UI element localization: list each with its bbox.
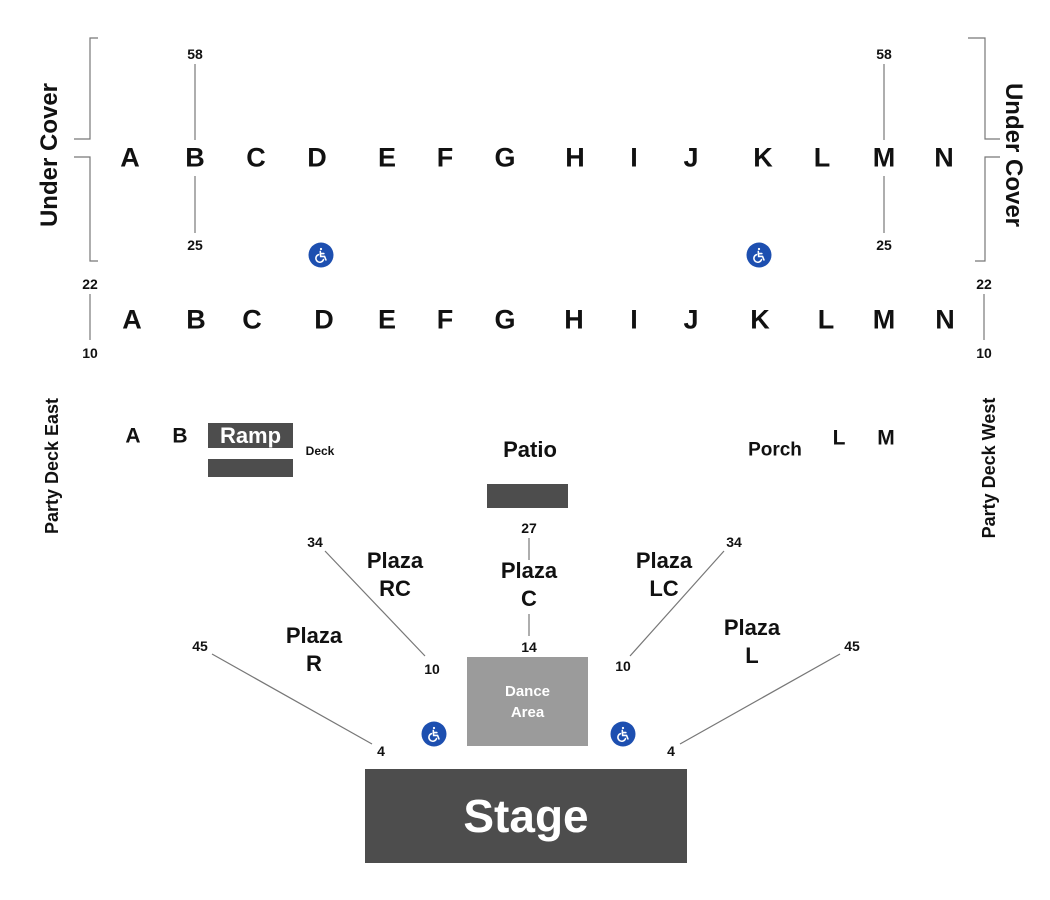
upper-row-e[interactable]: E — [377, 142, 397, 173]
lower-row-h[interactable]: H — [564, 304, 584, 335]
lower-row-l[interactable]: L — [817, 304, 835, 335]
lower-row-i[interactable]: I — [630, 304, 638, 335]
upper-row-j[interactable]: J — [683, 142, 699, 173]
under-cover-bracket-left-bottom — [74, 156, 98, 262]
plaza-lc-line1: Plaza — [635, 548, 693, 573]
deck-label: Deck — [305, 444, 335, 458]
party-deck-east-label: Party Deck East — [42, 397, 62, 535]
deck-east-row-a[interactable]: A — [125, 424, 141, 448]
stage-label: Stage — [463, 790, 589, 842]
plaza-rc-line2: RC — [379, 576, 411, 601]
under-cover-label-right: Under Cover — [1000, 82, 1027, 228]
wheelchair-icon — [746, 242, 772, 268]
plaza-c-section[interactable]: Plaza C — [501, 557, 557, 613]
upper-row-g[interactable]: G — [494, 142, 516, 173]
upper-row-c[interactable]: C — [246, 142, 266, 173]
lower-row-n[interactable]: N — [935, 304, 955, 335]
lower-row-m[interactable]: M — [872, 304, 896, 335]
upper-row-k[interactable]: K — [753, 142, 773, 173]
lower-row-d[interactable]: D — [314, 304, 334, 335]
plaza-r-inner-number: 4 — [377, 743, 385, 759]
ramp: Ramp — [208, 423, 293, 448]
lower-row-a[interactable]: A — [122, 304, 142, 335]
seat-number-lower-left-bottom: 10 — [82, 345, 98, 361]
plaza-r-outer-number: 45 — [192, 638, 208, 654]
porch-label[interactable]: Porch — [748, 439, 802, 461]
deck-east-row-b[interactable]: B — [172, 424, 188, 448]
upper-row-a[interactable]: A — [120, 142, 140, 173]
lower-row-j[interactable]: J — [683, 304, 699, 335]
plaza-rc-section[interactable]: Plaza RC — [367, 547, 423, 603]
lower-row-b[interactable]: B — [186, 304, 206, 335]
upper-row-l[interactable]: L — [813, 142, 831, 173]
plaza-l-line1: Plaza — [723, 615, 781, 640]
seat-number-lower-right-top: 22 — [976, 276, 992, 292]
plaza-lc-line2: LC — [649, 576, 679, 601]
wheelchair-icon — [308, 242, 334, 268]
upper-row-b[interactable]: B — [185, 142, 205, 173]
deck-west-row-l[interactable]: L — [832, 426, 846, 450]
dance-area-line2: Area — [510, 703, 545, 721]
wheelchair-icon — [610, 721, 636, 747]
patio-block — [487, 484, 568, 508]
seat-number-lower-left-top: 22 — [82, 276, 98, 292]
under-cover-bracket-left-top — [74, 37, 98, 140]
stage: Stage — [365, 769, 687, 863]
dance-area-line1: Dance — [504, 682, 551, 700]
plaza-l-section[interactable]: Plaza L — [724, 614, 780, 670]
seat-number-upper-m-top: 58 — [876, 46, 892, 62]
upper-row-i[interactable]: I — [630, 142, 638, 173]
lower-row-k[interactable]: K — [750, 304, 770, 335]
ramp-lower-bar — [208, 459, 293, 477]
ramp-label: Ramp — [219, 422, 282, 448]
plaza-lc-outer-number: 34 — [726, 534, 742, 550]
upper-row-d[interactable]: D — [307, 142, 327, 173]
lower-row-e[interactable]: E — [377, 304, 397, 335]
plaza-r-line — [211, 653, 373, 745]
seat-number-upper-b-top: 58 — [187, 46, 203, 62]
under-cover-label-left: Under Cover — [36, 82, 63, 228]
under-cover-bracket-right-bottom — [975, 156, 1000, 262]
plaza-rc-line1: Plaza — [366, 548, 424, 573]
upper-row-m[interactable]: M — [872, 142, 896, 173]
seat-number-upper-b-bottom: 25 — [187, 237, 203, 253]
patio-label[interactable]: Patio — [503, 437, 557, 462]
plaza-r-line1: Plaza — [285, 623, 343, 648]
plaza-lc-inner-number: 10 — [615, 658, 631, 674]
seat-number-upper-m-bottom: 25 — [876, 237, 892, 253]
deck-west-row-m[interactable]: M — [877, 426, 895, 450]
plaza-l-line2: L — [745, 643, 759, 668]
wheelchair-icon — [421, 721, 447, 747]
plaza-lc-section[interactable]: Plaza LC — [636, 547, 692, 603]
plaza-c-outer-number: 27 — [521, 520, 537, 536]
upper-row-h[interactable]: H — [565, 142, 585, 173]
plaza-l-inner-number: 4 — [667, 743, 675, 759]
plaza-rc-inner-number: 10 — [424, 661, 440, 677]
party-deck-west-label: Party Deck West — [979, 397, 999, 539]
upper-row-f[interactable]: F — [436, 142, 454, 173]
lower-row-g[interactable]: G — [494, 304, 516, 335]
plaza-r-line2: R — [306, 651, 322, 676]
plaza-rc-outer-number: 34 — [307, 534, 323, 550]
plaza-lc-line — [629, 550, 725, 657]
lower-row-c[interactable]: C — [242, 304, 262, 335]
dance-area[interactable]: Dance Area — [467, 657, 588, 746]
plaza-rc-line — [324, 550, 426, 657]
plaza-l-outer-number: 45 — [844, 638, 860, 654]
plaza-l-line — [679, 653, 841, 745]
plaza-c-inner-number: 14 — [521, 639, 537, 655]
plaza-c-line1: Plaza — [500, 558, 558, 583]
plaza-c-line2: C — [521, 586, 537, 611]
lower-row-f[interactable]: F — [436, 304, 454, 335]
seat-number-lower-right-bottom: 10 — [976, 345, 992, 361]
plaza-r-section[interactable]: Plaza R — [286, 622, 342, 678]
under-cover-bracket-right-top — [968, 37, 1000, 140]
upper-row-n[interactable]: N — [934, 142, 954, 173]
